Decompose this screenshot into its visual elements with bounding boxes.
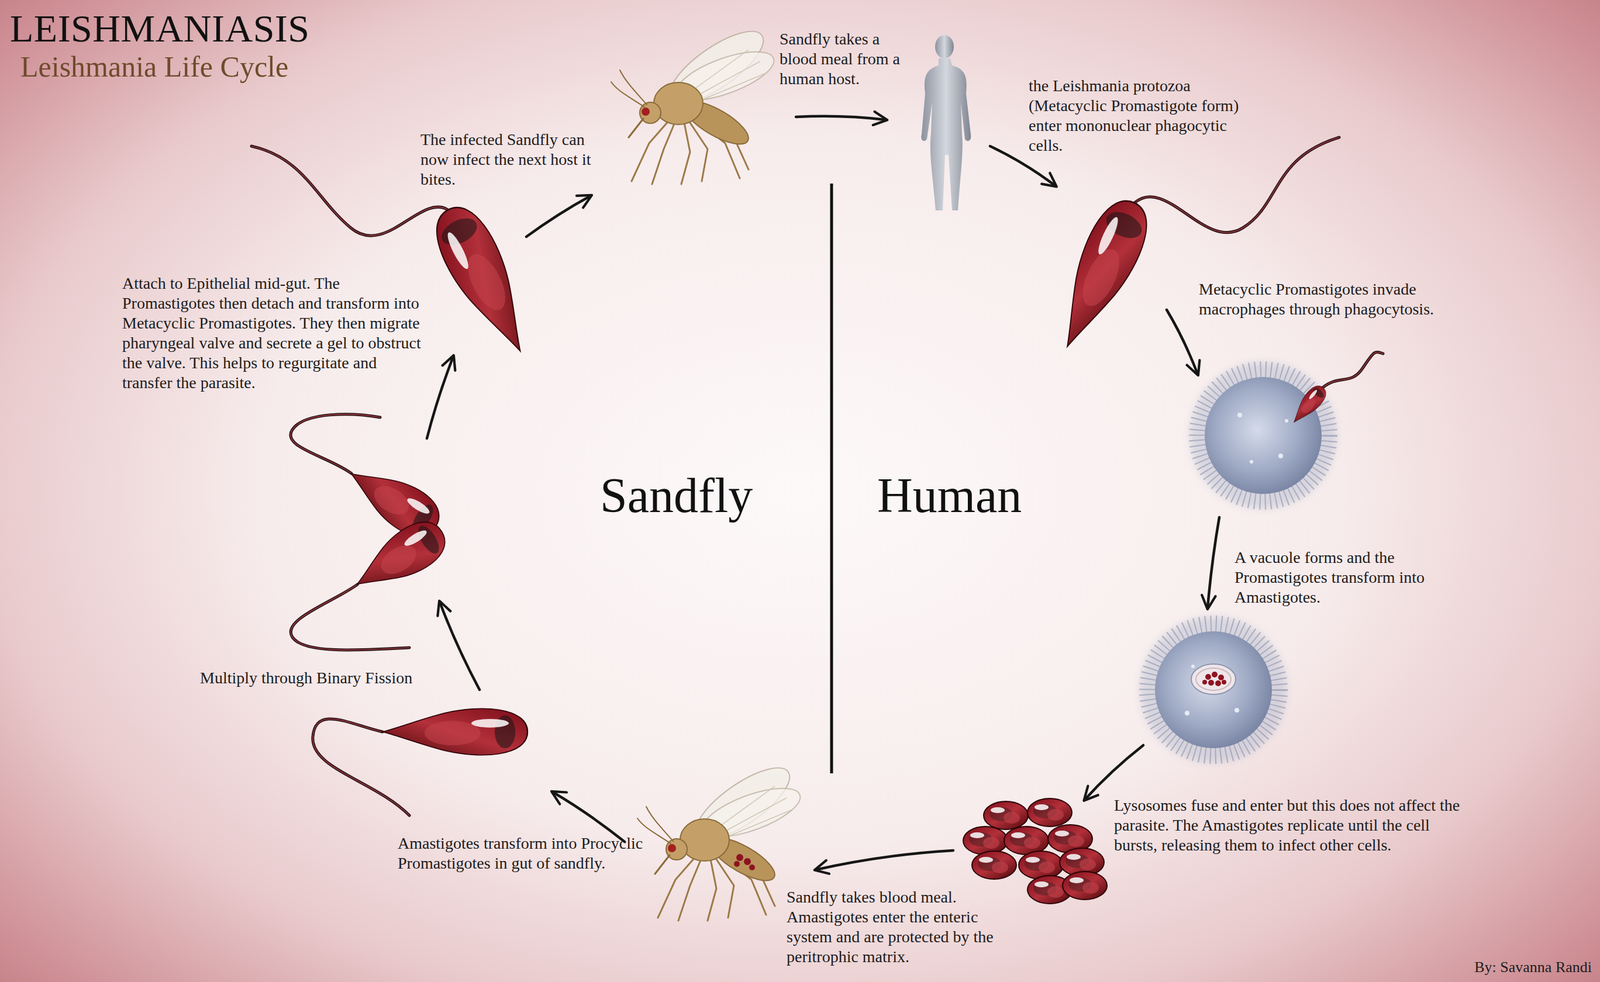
human-figure [921, 58, 971, 211]
amastigote-cluster [963, 798, 1108, 905]
macrophage-cell [1237, 412, 1243, 418]
sandfly-figure [637, 756, 806, 922]
macrophage-cell [1184, 711, 1190, 716]
macrophage-cell [1154, 631, 1272, 749]
divider-line [830, 183, 834, 774]
dividing-promastigotes [290, 584, 410, 651]
macrophage-cell [1322, 352, 1384, 388]
macrophage-cell [1287, 381, 1330, 429]
metacyclic-promastigote [251, 146, 448, 236]
macrophage-cell [1215, 680, 1222, 687]
dividing-promastigotes [290, 414, 381, 474]
cycle-arrow [1166, 309, 1198, 375]
macrophage-cell [1205, 674, 1212, 681]
macrophage-cell [1191, 664, 1236, 695]
macrophage-cell [1191, 664, 1195, 669]
macrophage-cell [1208, 680, 1215, 686]
step-note: A vacuole forms and the Promastigotes tr… [1234, 547, 1440, 608]
sandfly-figure [733, 861, 740, 868]
macrophage-cell [1195, 668, 1231, 691]
step-note: Multiply through Binary Fission [200, 668, 413, 689]
procyclic-promastigote [382, 708, 528, 755]
cycle-arrow [815, 850, 954, 871]
human-figure [921, 35, 971, 211]
step-note: Attach to Epithelial mid-gut. The Promas… [122, 273, 427, 393]
cycle-arrow [526, 195, 591, 237]
diagram-title: LEISHMANIASIS [9, 8, 310, 50]
host-heading: Human [877, 467, 1022, 524]
metacyclic-promastigote [1043, 191, 1159, 358]
sandfly-figure [743, 858, 751, 866]
cycle-arrow [439, 602, 480, 691]
metacyclic-promastigote [1134, 137, 1340, 233]
amastigote-cluster [1018, 851, 1064, 880]
macrophage-cell [1278, 453, 1284, 459]
macrophage-cell [1202, 680, 1208, 685]
macrophage-cell [1221, 680, 1227, 685]
macrophage-cell [1140, 616, 1287, 764]
cycle-arrow [1207, 517, 1220, 609]
sandfly-figure [736, 854, 744, 862]
amastigote-cluster [983, 801, 1029, 830]
macrophage-cell [1218, 674, 1224, 681]
macrophage-cell [1190, 352, 1384, 509]
step-note: Sandfly takes blood meal. Amastigotes en… [786, 887, 1009, 968]
subtitle: Leishmania Life Cycle [20, 50, 289, 84]
cycle-arrow [426, 356, 454, 439]
sandfly-figure [611, 19, 780, 185]
amastigote-cluster [971, 851, 1017, 880]
dividing-promastigotes [290, 414, 454, 651]
cycle-arrow [426, 116, 1220, 871]
step-note: Lysosomes fuse and enter but this does n… [1114, 795, 1477, 856]
dividing-promastigotes [290, 414, 381, 474]
amastigote-cluster [1004, 826, 1049, 855]
step-note: Metacyclic Promastigotes invade macropha… [1198, 279, 1445, 320]
sandfly-figure [749, 864, 755, 871]
metacyclic-promastigote [424, 197, 544, 364]
macrophage-cell [1322, 352, 1384, 388]
author-credit: By: Savanna Randi [1474, 959, 1592, 977]
macrophage-cell [1204, 377, 1322, 495]
procyclic-promastigote [312, 708, 528, 816]
amastigote-cluster [1027, 798, 1072, 827]
macrophage-cell [1140, 616, 1287, 764]
sandfly-figure [611, 19, 780, 185]
macrophage-cell [1249, 460, 1254, 464]
step-note: The infected Sandfly can now infect the … [420, 129, 608, 190]
macrophage-cell [1284, 419, 1289, 423]
metacyclic-promastigote [1134, 137, 1340, 233]
step-note: the Leishmania protozoa (Metacyclic Prom… [1028, 76, 1263, 156]
sandfly-figure [637, 756, 806, 922]
step-note: Sandfly takes a blood meal from a human … [779, 29, 920, 89]
macrophage-cell [1197, 370, 1329, 502]
dividing-promastigotes [290, 584, 410, 651]
macrophage-cell [1147, 624, 1279, 756]
human-figure [935, 35, 954, 59]
metacyclic-promastigote [251, 146, 448, 236]
cycle-arrow [795, 116, 886, 120]
amastigote-cluster [1062, 871, 1108, 900]
amastigote-cluster [963, 826, 1008, 855]
macrophage-cell [1190, 362, 1337, 509]
cycle-arrow [1084, 745, 1144, 800]
macrophage-cell [1211, 671, 1218, 678]
host-heading: Sandfly [600, 467, 753, 524]
metacyclic-promastigote [1043, 137, 1340, 358]
dividing-promastigotes [345, 512, 454, 603]
macrophage-cell [1234, 708, 1240, 713]
step-note: Amastigotes transform into Procyclic Pro… [397, 833, 644, 874]
